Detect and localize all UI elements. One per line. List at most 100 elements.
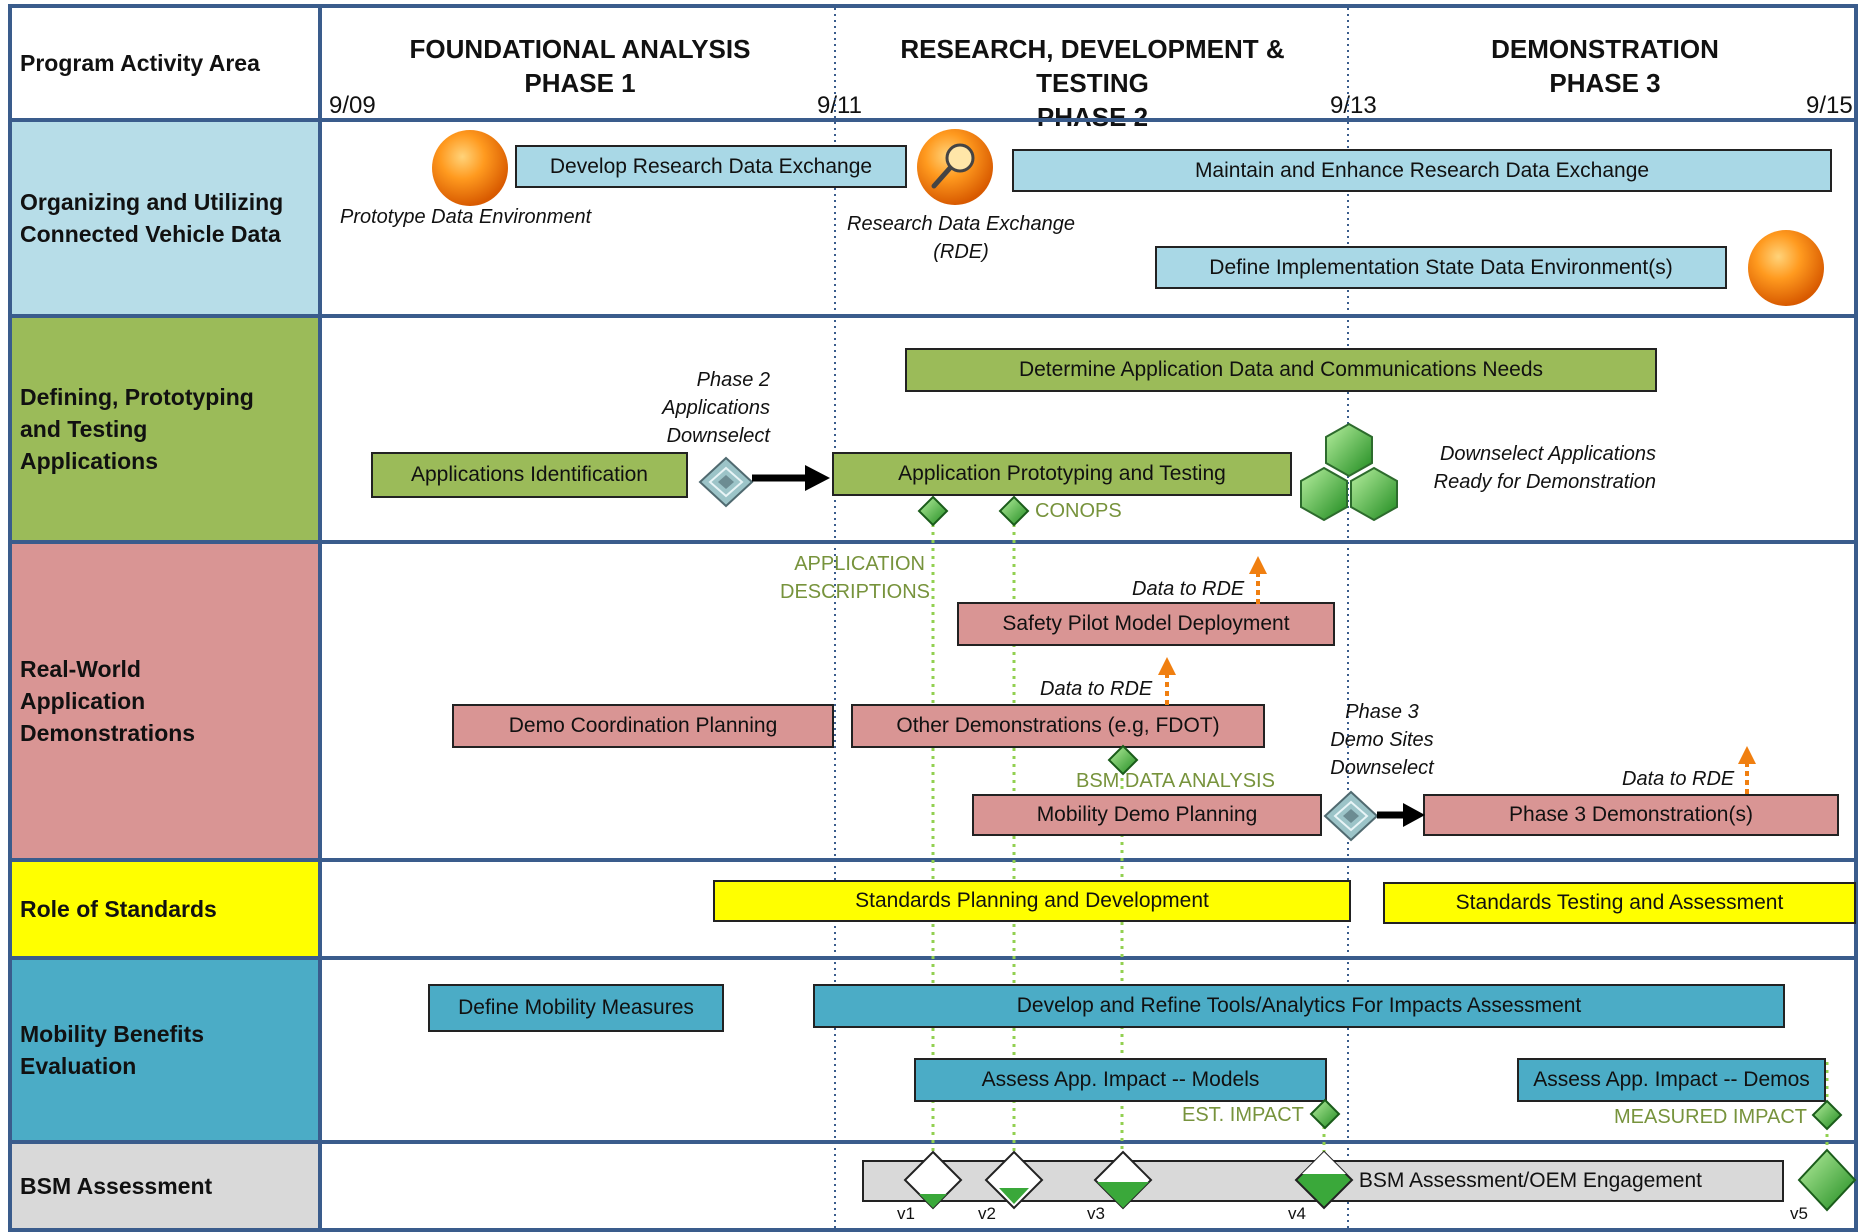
row-label-text: Real-World <box>20 656 141 682</box>
row-label-text: Evaluation <box>20 1053 137 1079</box>
phase-3-sub: PHASE 3 <box>1549 68 1661 98</box>
note-line: Ready for Demonstration <box>1433 471 1656 493</box>
label-line: APPLICATION <box>794 553 925 575</box>
phase-3-title: DEMONSTRATION PHASE 3 <box>1450 32 1760 100</box>
row-label-text: Defining, Prototyping <box>20 384 254 410</box>
row-label-text: Connected Vehicle Data <box>20 221 281 247</box>
row-label-text: Demonstrations <box>20 720 196 746</box>
note-line: Phase 3 <box>1345 701 1419 723</box>
define-mobility-bar: Define Mobility Measures <box>428 984 724 1032</box>
app-prototyping-bar: Application Prototyping and Testing <box>832 452 1292 496</box>
other-demos-bar: Other Demonstrations (e.g, FDOT) <box>851 704 1265 748</box>
phase-1-name: FOUNDATIONAL ANALYSIS <box>409 34 751 64</box>
arrow-to-prototyping-icon <box>752 465 830 491</box>
determine-needs-bar: Determine Application Data and Communica… <box>905 348 1657 392</box>
row-label-bsm: BSM Assessment <box>8 1140 322 1232</box>
v1-label: v1 <box>897 1204 915 1223</box>
tick-label: 9/11 <box>817 92 862 119</box>
arrow-to-phase3-demo-icon <box>1377 803 1425 827</box>
phase3-demo-bar: Phase 3 Demonstration(s) <box>1423 794 1839 836</box>
assess-models-bar: Assess App. Impact -- Models <box>914 1058 1327 1102</box>
row-label-text: Applications <box>20 448 159 474</box>
note-line: Downselect <box>1330 757 1434 779</box>
note-line: Applications <box>662 397 770 419</box>
tick-label: 9/09 <box>329 92 376 119</box>
est-impact-label: EST. IMPACT <box>1182 1104 1304 1126</box>
program-area-label: Program Activity Area <box>20 50 260 76</box>
v5-milestone-icon <box>1797 1148 1857 1212</box>
assess-demos-bar: Assess App. Impact -- Demos <box>1517 1058 1826 1102</box>
v2-milestone-icon <box>984 1150 1044 1210</box>
data-to-rde-note: Data to RDE <box>1622 768 1735 790</box>
v5-label: v5 <box>1790 1204 1808 1223</box>
prototype-env-note: Prototype Data Environment <box>340 206 592 228</box>
note-line: Phase 2 <box>696 369 770 391</box>
rde-note-line: (RDE) <box>933 241 989 263</box>
data-to-rde-arrow-icon <box>1738 746 1756 794</box>
v4-label: v4 <box>1288 1204 1306 1223</box>
conops-milestone-icon <box>998 495 1030 527</box>
v2-label: v2 <box>978 1204 996 1223</box>
develop-rde-bar: Develop Research Data Exchange <box>515 145 907 188</box>
row-label-text: and Testing <box>20 416 148 442</box>
data-to-rde-arrow-icon <box>1158 657 1176 705</box>
phase3-downselect-note: Phase 3 Demo Sites Downselect <box>1322 698 1442 782</box>
row-label-text: Organizing and Utilizing <box>20 189 284 215</box>
safety-pilot-bar: Safety Pilot Model Deployment <box>957 602 1335 646</box>
phase-2-name: RESEARCH, DEVELOPMENT & TESTING <box>900 34 1285 98</box>
data-to-rde-arrow-icon <box>1249 556 1267 604</box>
phase2-downselect-note: Phase 2 Applications Downselect <box>635 366 770 450</box>
standards-testing-bar: Standards Testing and Assessment <box>1383 882 1856 924</box>
row-label-text: BSM Assessment <box>20 1173 213 1199</box>
phase-3-name: DEMONSTRATION <box>1491 34 1719 64</box>
row-label-text: Role of Standards <box>20 896 217 922</box>
rde-magnifier-icon <box>917 129 993 205</box>
est-impact-milestone-icon <box>1309 1098 1341 1130</box>
define-implementation-bar: Define Implementation State Data Environ… <box>1155 246 1727 289</box>
phase-2-title: RESEARCH, DEVELOPMENT & TESTING PHASE 2 <box>850 32 1335 134</box>
phase-2-sub: PHASE 2 <box>1036 102 1149 132</box>
conops-label: CONOPS <box>1035 500 1122 522</box>
bsm-analysis-milestone-icon <box>1107 744 1139 776</box>
label-line: DESCRIPTIONS <box>780 581 931 603</box>
data-to-rde-note: Data to RDE <box>1132 578 1245 600</box>
row-label-header: Program Activity Area <box>8 4 322 122</box>
v1-milestone-icon <box>903 1150 963 1210</box>
measured-impact-label: MEASURED IMPACT <box>1614 1106 1807 1128</box>
phase-1-sub: PHASE 1 <box>524 68 636 98</box>
row-label-standards: Role of Standards <box>8 858 322 960</box>
data-to-rde-note: Data to RDE <box>1040 678 1153 700</box>
phase3-downselect-diamond-icon <box>1323 790 1379 842</box>
row-label-text: Application <box>20 688 146 714</box>
maintain-rde-bar: Maintain and Enhance Research Data Excha… <box>1012 149 1832 192</box>
tick-label: 9/13 <box>1330 92 1377 119</box>
prototype-env-orb-icon <box>432 130 508 206</box>
implementation-env-orb-icon <box>1748 230 1824 306</box>
row-label-text: Mobility Benefits <box>20 1021 205 1047</box>
v3-milestone-icon <box>1093 1150 1153 1210</box>
downselect-ready-note: Downselect Applications Ready for Demons… <box>1404 440 1656 496</box>
tick-label: 9/15 <box>1806 92 1853 119</box>
app-descriptions-label: APPLICATION DESCRIPTIONS <box>780 550 931 606</box>
v3-label: v3 <box>1087 1204 1105 1223</box>
mobility-demo-bar: Mobility Demo Planning <box>972 794 1322 836</box>
develop-tools-bar: Develop and Refine Tools/Analytics For I… <box>813 984 1785 1028</box>
apps-identification-bar: Applications Identification <box>371 452 688 498</box>
demo-coordination-bar: Demo Coordination Planning <box>452 704 834 748</box>
bsm-analysis-label: BSM DATA ANALYSIS <box>1076 770 1275 792</box>
hexagon-cluster-icon <box>1300 422 1398 522</box>
phase2-downselect-diamond-icon <box>698 456 754 508</box>
rde-note-line: Research Data Exchange <box>847 213 1075 235</box>
rde-note: Research Data Exchange (RDE) <box>838 210 1084 266</box>
phase-1-title: FOUNDATIONAL ANALYSIS PHASE 1 <box>380 32 780 100</box>
app-descriptions-milestone-icon <box>917 495 949 527</box>
note-line: Downselect Applications <box>1439 443 1656 465</box>
standards-planning-bar: Standards Planning and Development <box>713 880 1351 922</box>
measured-impact-milestone-icon <box>1811 1099 1843 1131</box>
note-line: Demo Sites <box>1330 729 1434 751</box>
v4-milestone-icon <box>1294 1150 1354 1210</box>
